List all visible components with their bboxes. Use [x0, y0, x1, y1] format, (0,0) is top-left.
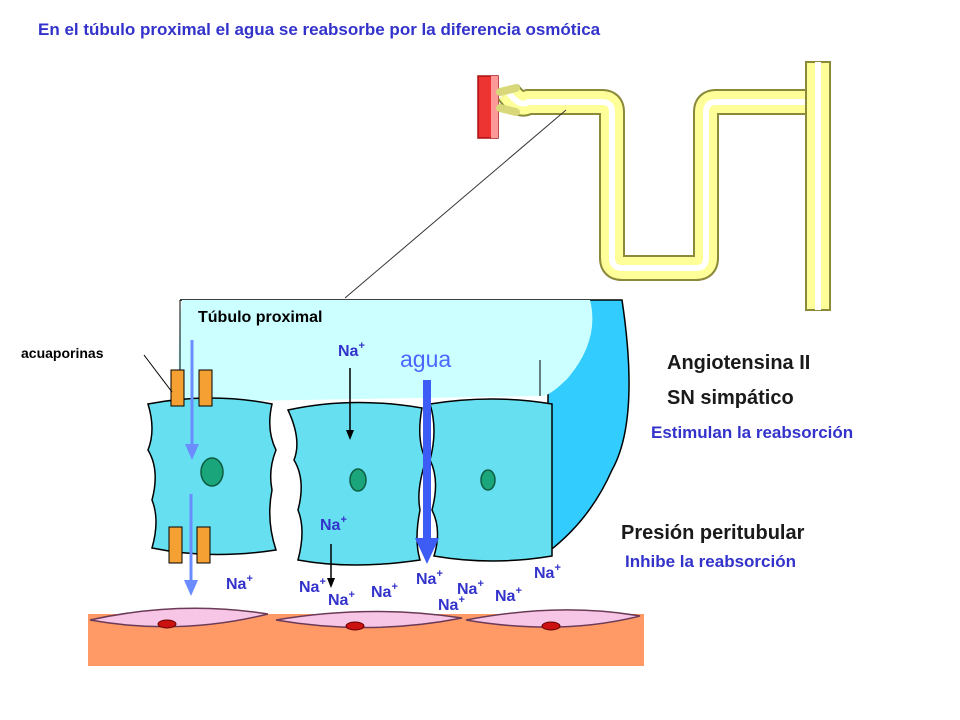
agua-label: agua [400, 346, 452, 372]
sodium-label: Na+ [416, 568, 443, 588]
inhibe-label: Inhibe la reabsorción [625, 552, 796, 571]
aquaporin-basal-right [196, 526, 211, 564]
aquaporin-apical-right [198, 369, 213, 407]
endothelial-cell-2 [275, 610, 463, 629]
angiotensina-label: Angiotensina II [667, 352, 811, 374]
agua-arrow-head [415, 538, 439, 564]
aquaporin-basal-left [168, 526, 183, 564]
sodium-label: Na+ [320, 514, 347, 534]
sodium-arrows [327, 368, 354, 588]
rbc-1 [157, 619, 177, 629]
acuaporinas-pointer [143, 354, 173, 393]
zoom-pointer-line [344, 109, 567, 299]
nucleus-1 [200, 457, 224, 487]
tubulo-proximal-label: Túbulo proximal [198, 309, 323, 326]
afferent-vessel-highlight [491, 76, 498, 138]
aquaporin-apical-left [170, 369, 185, 407]
sodium-arrow-apical-head [346, 430, 354, 440]
sodium-label: Na+ [226, 573, 253, 593]
water-arrow-head-2 [184, 580, 198, 596]
tubule-lumen-area [178, 300, 593, 402]
sodium-label: Na+ [534, 562, 561, 582]
acuaporinas-label: acuaporinas [21, 345, 104, 361]
rbc-2 [345, 621, 365, 631]
nucleus-3 [480, 469, 496, 491]
aquaporin-channels [168, 369, 213, 564]
sodium-arrow-basal-head [327, 578, 335, 588]
tubule-outline [497, 83, 818, 281]
sodium-label: Na+ [338, 340, 365, 360]
epithelial-cells [147, 397, 553, 566]
sodium-label: Na+ [371, 581, 398, 601]
rbc-3 [541, 621, 561, 631]
sodium-label: Na+ [438, 594, 465, 614]
peritubular-capillary [88, 607, 644, 666]
endothelial-cell-3 [465, 609, 641, 628]
sodium-label: Na+ [495, 585, 522, 605]
tubule-lumen [505, 90, 818, 271]
sodium-label: Na+ [328, 589, 355, 609]
nucleus-2 [349, 468, 367, 492]
page-title: En el túbulo proximal el agua se reabsor… [38, 20, 601, 39]
presion-peritubular-label: Presión peritubular [621, 522, 805, 544]
endothelial-cell-1 [89, 607, 269, 628]
water-arrows [184, 340, 439, 596]
sodium-label: Na+ [457, 578, 484, 598]
water-arrow-head-1 [185, 444, 199, 460]
estimulan-label: Estimulan la reabsorción [651, 423, 854, 442]
bowman-capsule [496, 84, 520, 116]
sodium-label: Na+ [299, 576, 326, 596]
tubule-fill [499, 85, 818, 279]
nephron-diagram [344, 61, 831, 311]
sn-simpatico-label: SN simpático [667, 387, 794, 409]
